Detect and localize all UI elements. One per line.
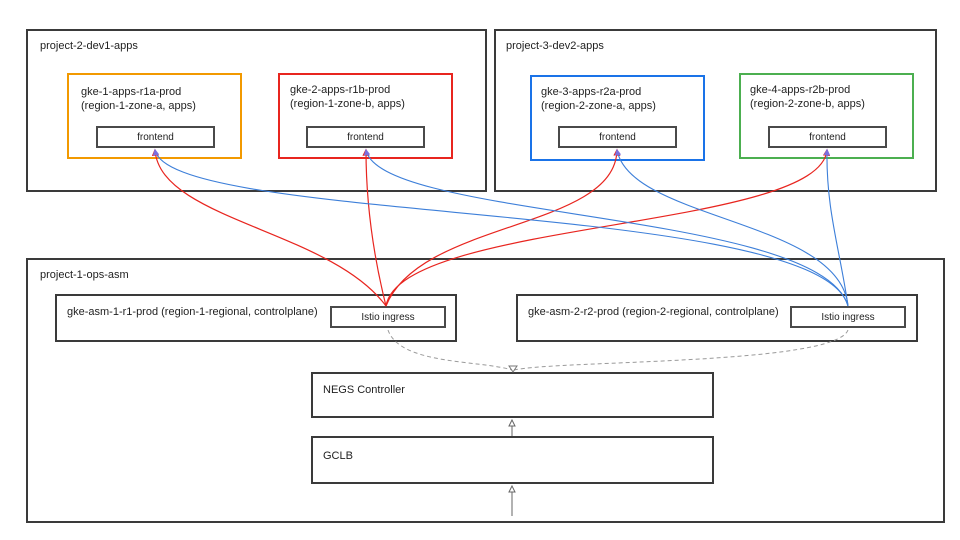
cluster-gke-4: gke-4-apps-r2b-prod (region-2-zone-b, ap… <box>739 73 914 159</box>
cluster-gke-1-region: (region-1-zone-a, apps) <box>81 100 196 112</box>
frontend-service-2: frontend <box>306 126 425 148</box>
asm-cluster-2-label: gke-asm-2-r2-prod (region-2-regional, co… <box>528 306 779 318</box>
cluster-gke-4-region: (region-2-zone-b, apps) <box>750 98 865 110</box>
frontend-service-1: frontend <box>96 126 215 148</box>
gclb-label: GCLB <box>323 450 353 462</box>
cluster-gke-4-name: gke-4-apps-r2b-prod <box>750 84 851 96</box>
negs-controller-label: NEGS Controller <box>323 384 405 396</box>
cluster-gke-2-region: (region-1-zone-b, apps) <box>290 98 405 110</box>
istio-ingress-1: Istio ingress <box>330 306 446 328</box>
cluster-gke-3-name: gke-3-apps-r2a-prod <box>541 86 642 98</box>
project-dev2-label: project-3-dev2-apps <box>506 40 604 52</box>
cluster-gke-2-name: gke-2-apps-r1b-prod <box>290 84 391 96</box>
istio-ingress-2: Istio ingress <box>790 306 906 328</box>
cluster-gke-3: gke-3-apps-r2a-prod (region-2-zone-a, ap… <box>530 75 705 161</box>
cluster-gke-1-name: gke-1-apps-r1a-prod <box>81 86 182 98</box>
cluster-gke-3-region: (region-2-zone-a, apps) <box>541 100 656 112</box>
frontend-service-3: frontend <box>558 126 677 148</box>
frontend-service-4: frontend <box>768 126 887 148</box>
negs-controller-box: NEGS Controller <box>311 372 714 418</box>
gclb-box: GCLB <box>311 436 714 484</box>
project-ops-label: project-1-ops-asm <box>40 269 129 281</box>
project-dev1-label: project-2-dev1-apps <box>40 40 138 52</box>
asm-cluster-1-label: gke-asm-1-r1-prod (region-1-regional, co… <box>67 306 318 318</box>
